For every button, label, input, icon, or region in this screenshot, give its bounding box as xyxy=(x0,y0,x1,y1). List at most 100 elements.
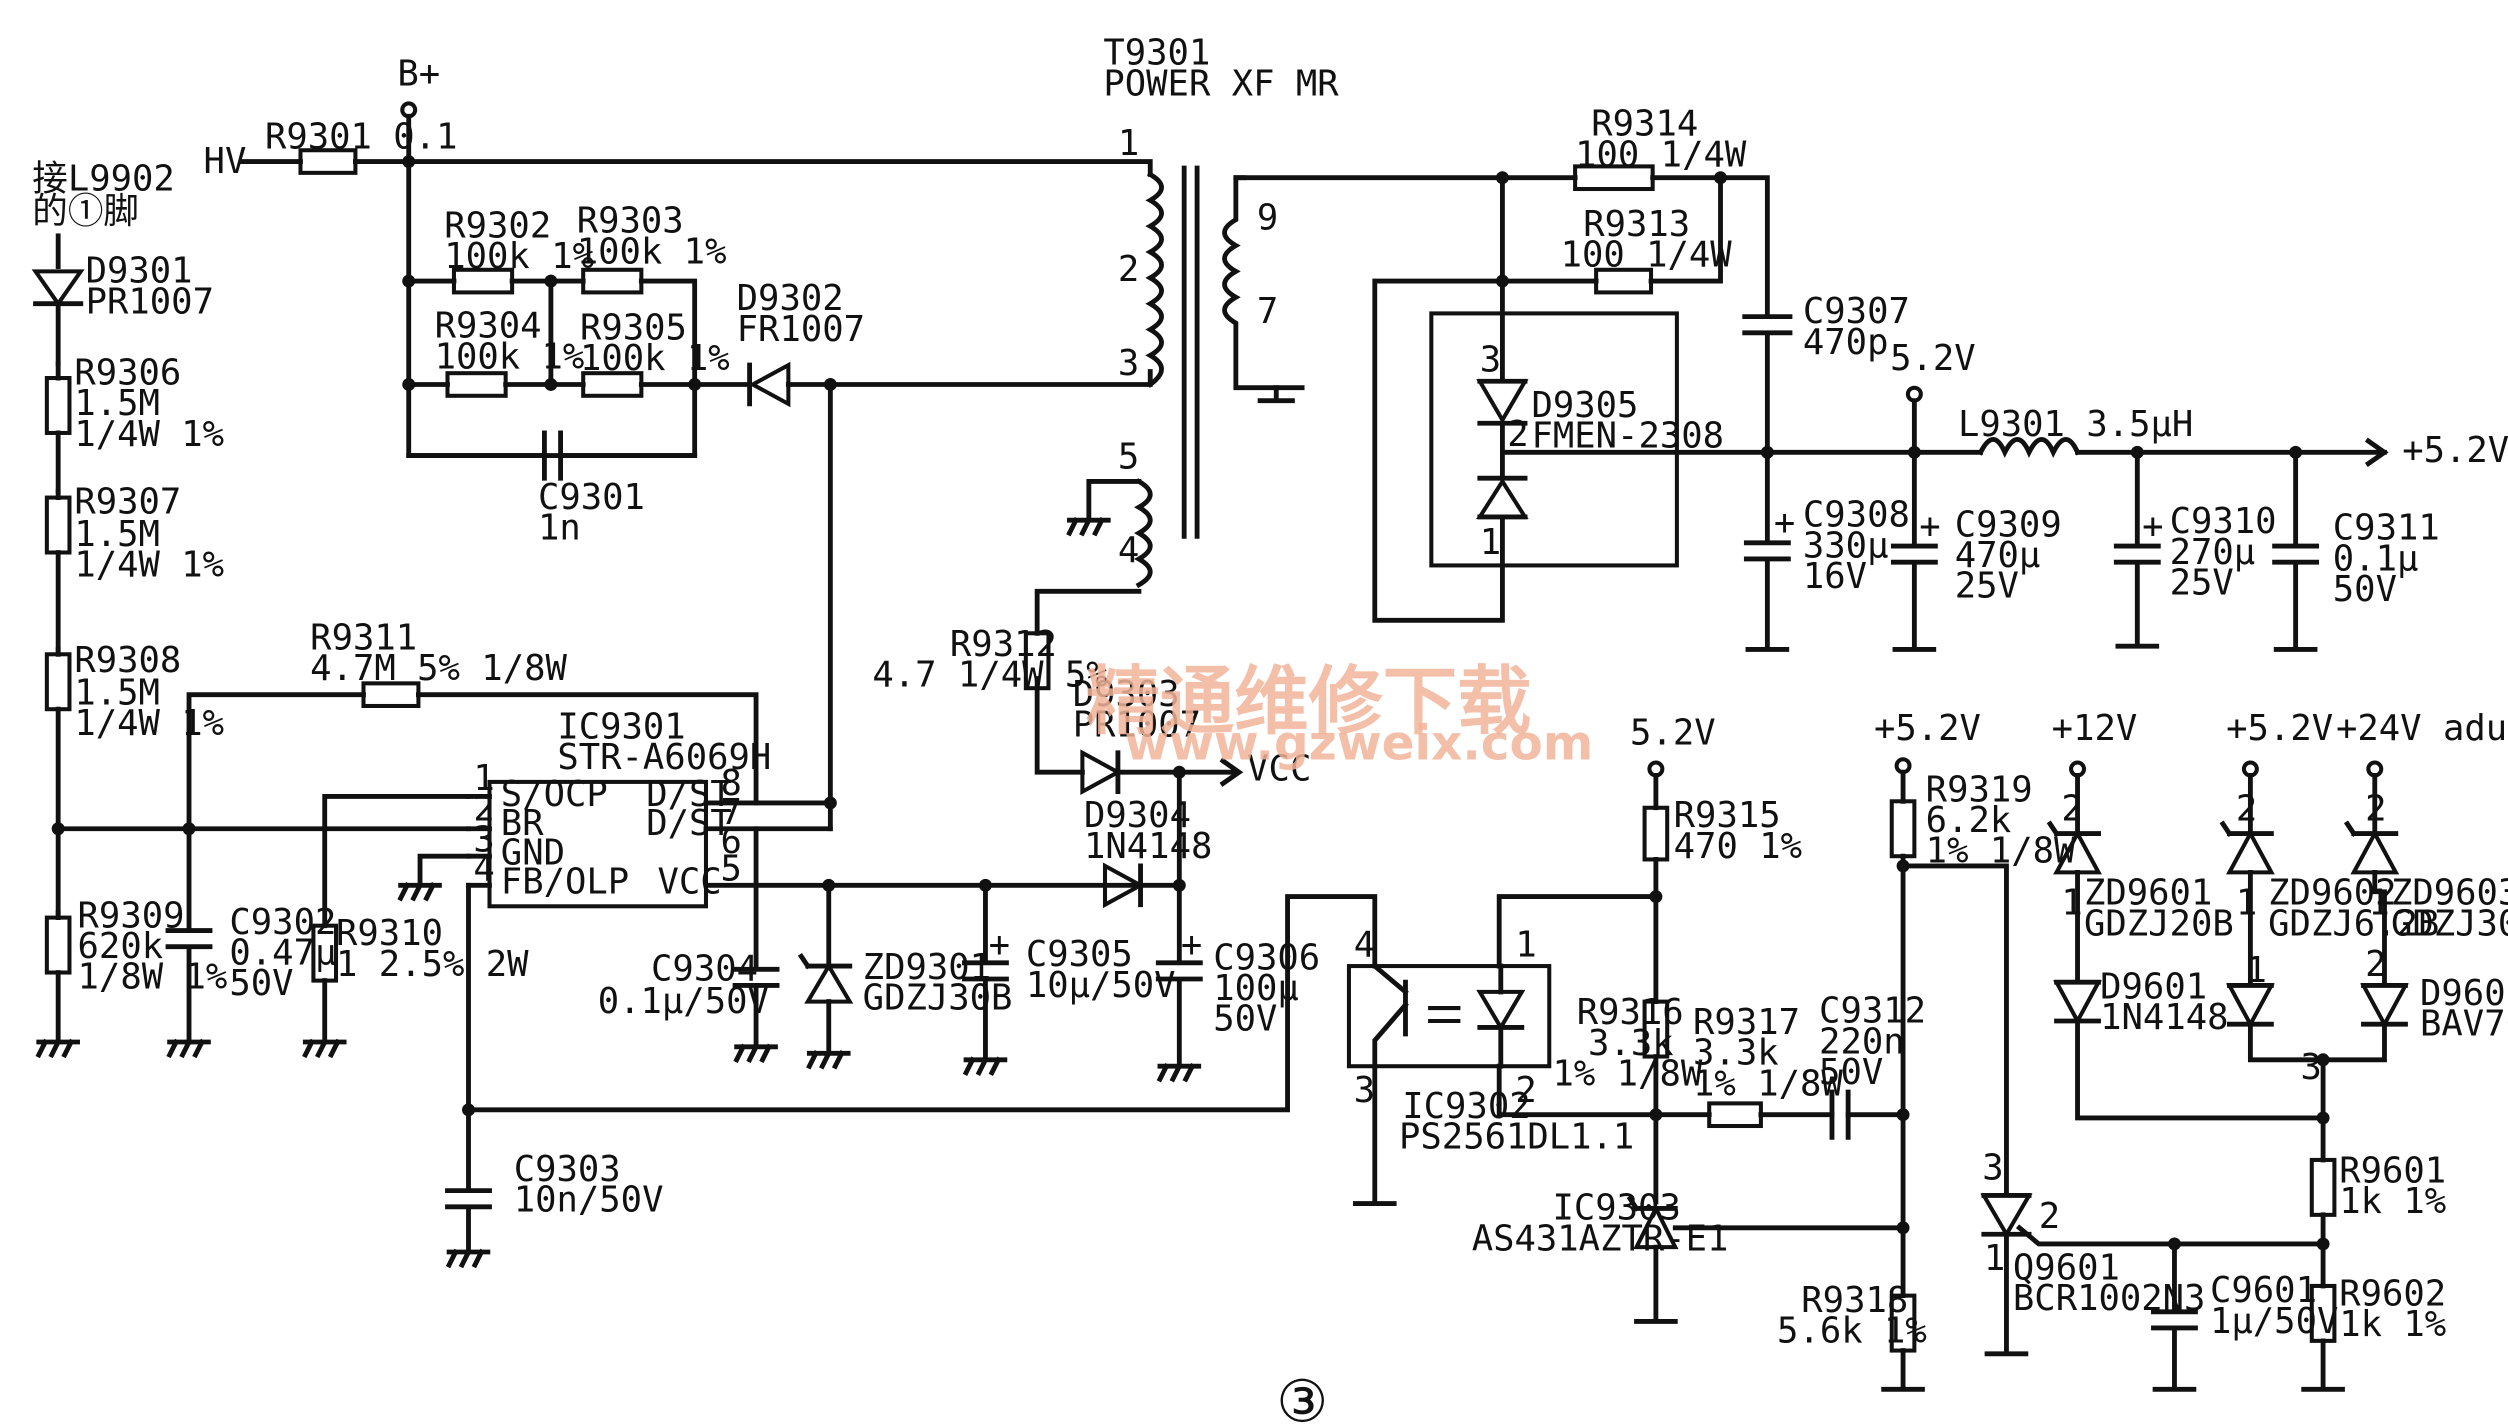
zener-zd9601 xyxy=(2046,760,2326,1121)
c9304-label: C9304 xyxy=(651,949,758,990)
ic9301-pin-dst1: D/ST xyxy=(646,774,732,815)
ic9303-value: AS431AZTR-E1 xyxy=(1472,1218,1729,1259)
c9310-value1: 270μ xyxy=(2170,532,2256,573)
zener-zd9603 xyxy=(2343,760,2409,1029)
figure-number: ③ xyxy=(1276,1368,1328,1424)
d9602-pin-num: 3 xyxy=(2300,1047,2321,1088)
ic9301-pin-socp: S/OCP xyxy=(501,774,608,815)
ic9301-pin-num: 4 xyxy=(473,848,494,889)
c9302-value1: 0.47μ xyxy=(229,932,336,973)
diode-d9302 xyxy=(747,361,791,408)
d9302-label: D9302 xyxy=(737,278,844,319)
ic9302-value: PS2561DL1.1 xyxy=(1399,1117,1634,1158)
r9317-value1: 3.3k xyxy=(1693,1033,1779,1074)
resistor-r9307 xyxy=(44,495,72,555)
c9301-label: C9301 xyxy=(538,477,645,518)
capacitor-c9306 xyxy=(1155,769,1203,1083)
r9318-label: R9318 xyxy=(1801,1280,1908,1321)
c9302-value2: 50V xyxy=(229,963,293,1004)
watermark-url: www.gzweix.com xyxy=(1124,715,1593,771)
ic9301-pin-dst2: D/ST xyxy=(646,803,732,844)
v52-label-d: +5.2V xyxy=(2226,708,2333,749)
zener-zd9301 xyxy=(797,882,854,1070)
t9301-label: T9301 xyxy=(1103,33,1210,74)
ic9301-label: IC9301 xyxy=(557,706,685,747)
ic9302-pin-num: 4 xyxy=(1354,924,1375,965)
capacitor-c9310 xyxy=(2113,449,2161,649)
zd9601-value: GDZJ20B xyxy=(2084,903,2234,944)
resistor-r9602 xyxy=(2309,1283,2337,1343)
optocoupler-ic9302 xyxy=(1346,894,1659,1206)
r9307-value2: 1/4W 1% xyxy=(74,545,224,586)
c9305-label: C9305 xyxy=(1026,934,1133,975)
capacitor-c9309 xyxy=(1890,449,1938,652)
d9602-value: BAV70 xyxy=(2420,1004,2508,1045)
ic9301-value: STR-A6069H xyxy=(557,737,771,778)
r9319-value1: 6.2k xyxy=(1926,800,2012,841)
zd9603-pin-num: 1 xyxy=(2368,882,2389,923)
r9317-value2: 1% 1/8W xyxy=(1693,1063,1843,1104)
r9314-label: R9314 xyxy=(1591,104,1698,145)
ic9303-label: IC9303 xyxy=(1552,1188,1680,1229)
ic9301-pin-num: 5 xyxy=(721,848,742,889)
r9304-value: 100k 1% xyxy=(435,336,585,377)
hv-label: HV xyxy=(204,141,247,182)
c9308-label: C9308 xyxy=(1803,495,1910,536)
c9306-value1: 100μ xyxy=(1213,968,1299,1009)
capacitor-c9307 xyxy=(1718,175,1793,455)
r9303-label: R9303 xyxy=(577,201,684,242)
ic9301-pin-num: 1 xyxy=(473,758,494,799)
c9601-value: 1μ/50V xyxy=(2210,1301,2338,1342)
vcc-label: VCC xyxy=(1247,748,1311,789)
capacitor-c9303 xyxy=(445,1107,492,1269)
c9306-plus: + xyxy=(1181,924,1202,965)
resistor-r9310 xyxy=(311,923,339,983)
zd9603-pin-num: 2 xyxy=(2365,789,2386,830)
c9308-value2: 16V xyxy=(1803,556,1867,597)
c9306-value2: 50V xyxy=(1213,999,1277,1040)
ic9301-pin-num: 3 xyxy=(473,819,494,860)
c9311-label: C9311 xyxy=(2333,508,2440,549)
zd9301-value: GDZJ30B xyxy=(863,978,1013,1019)
ic9301-pin-gnd: GND xyxy=(501,832,565,873)
ic9301-pin-num: 8 xyxy=(721,763,742,804)
c9308-value1: 330μ xyxy=(1803,525,1889,566)
r9307-value1: 1.5M xyxy=(74,514,160,555)
diode-d9301 xyxy=(31,269,85,366)
c9301-value: 1n xyxy=(538,508,581,549)
shunt-regulator-ic9303 xyxy=(1626,1195,1906,1250)
l9902-note: 接L9902 xyxy=(32,159,175,200)
v52-label-a: 5.2V xyxy=(1890,338,1976,379)
zd9603-label: ZD9603 xyxy=(2391,873,2508,914)
r9317-label: R9317 xyxy=(1693,1002,1800,1043)
r9306-value1: 1.5M xyxy=(74,383,160,424)
d9301-label: D9301 xyxy=(86,251,193,292)
thyristor-q9601 xyxy=(1900,863,2326,1357)
r9602-value: 1k 1% xyxy=(2339,1304,2446,1345)
r9304-label: R9304 xyxy=(435,306,542,347)
r9316-label: R9316 xyxy=(1577,992,1684,1033)
ic9302-label: IC9302 xyxy=(1402,1086,1530,1127)
c9311-value2: 50V xyxy=(2333,569,2397,610)
d9602-pin-num: 2 xyxy=(2365,944,2386,985)
resistor-r9318 xyxy=(1889,1293,1917,1353)
r9312-label: R9312 xyxy=(950,624,1057,665)
d9304-label: D9304 xyxy=(1084,795,1191,836)
d9305-pin-num: 2 xyxy=(1507,414,1528,455)
resistor-r9304 xyxy=(445,371,508,398)
capacitor-c9305 xyxy=(962,882,1009,1076)
q9601-pin-num: 2 xyxy=(2039,1196,2060,1237)
c9309-label: C9309 xyxy=(1955,504,2062,545)
resistor-r9303 xyxy=(581,267,644,295)
t9301-pin-num: 5 xyxy=(1118,436,1139,477)
resistor-r9305 xyxy=(581,371,644,398)
r9314-value: 100 1/4W xyxy=(1575,134,1747,175)
v12-label: +12V xyxy=(2052,708,2138,749)
q9601-pin-num: 3 xyxy=(1982,1147,2003,1188)
zd9601-label: ZD9601 xyxy=(2084,873,2212,914)
capacitor-c9308 xyxy=(1743,449,1791,652)
ic9301-pin-vcc: VCC xyxy=(658,861,722,902)
r9308-value1: 1.5M xyxy=(74,672,160,713)
r9302-value: 100k 1% xyxy=(444,236,594,277)
c9305-plus: + xyxy=(989,924,1010,965)
